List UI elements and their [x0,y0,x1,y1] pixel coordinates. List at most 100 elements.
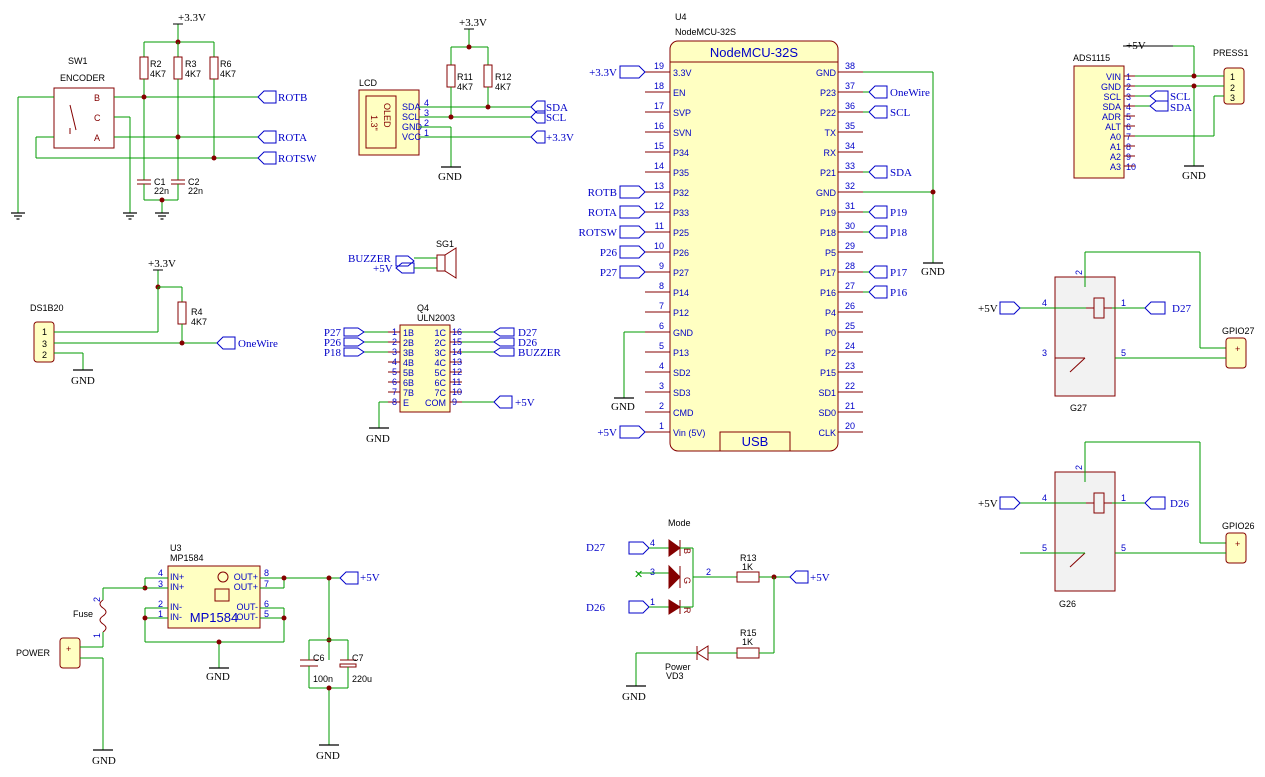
mcu-right-pin-name: P22 [820,108,836,118]
svg-text:2: 2 [1074,465,1084,470]
svg-text:D26: D26 [586,602,605,614]
ds18b20-block: +3.3V R4 4K7 DS1B20 1 3 2 GND OneWire [30,258,278,387]
svg-text:U3: U3 [170,543,182,553]
svg-text:VCC: VCC [402,132,422,142]
mcu-left-pin-num: 1 [659,421,664,431]
ds-ref: DS1B20 [30,303,64,313]
svg-text:GND: GND [71,375,95,387]
uln-left-num: 3 [392,347,397,357]
svg-text:A: A [94,133,100,143]
svg-text:G27: G27 [1070,403,1087,413]
encoder-block: +3.3V R2 4K7 R3 4K7 R6 4K7 SW1 ENCODER B… [10,12,317,220]
ads-pin-name: VIN [1106,72,1121,82]
svg-text:6: 6 [264,599,269,609]
ads-pin-num: 2 [1126,82,1131,92]
mcu-gnd-right: GND [921,266,945,278]
svg-text:2: 2 [158,599,163,609]
svg-text:SCL: SCL [402,112,420,122]
svg-text:C1: C1 [154,177,166,187]
svg-text:IN+: IN+ [170,582,184,592]
mcu-left-label: ROTSW [579,227,618,239]
svg-text:Power: Power [665,662,691,672]
svg-text:NodeMCU-32S: NodeMCU-32S [675,27,736,37]
svg-text:SG1: SG1 [436,239,454,249]
svg-text:SCL: SCL [546,112,566,124]
uln-left-name: E [403,398,409,408]
mcu-left-pin-name: SVP [673,108,691,118]
nodemcu-block: U4 NodeMCU-32S NodeMCU-32S USB 193.3V38G… [579,12,945,452]
svg-text:3: 3 [1042,348,1047,358]
uln-left-name: 1B [403,328,414,338]
svg-text:G: G [682,577,692,584]
ads-pin-num: 8 [1126,142,1131,152]
uln-left-num: 2 [392,337,397,347]
svg-text:D27: D27 [586,542,605,554]
mcu-right-pin-num: 31 [845,201,855,211]
svg-text:USB: USB [742,434,769,449]
ads-pin-num: 6 [1126,122,1131,132]
svg-text:+5V: +5V [978,498,998,510]
mcu-left-pin-name: EN [673,88,686,98]
svg-text:GPIO27: GPIO27 [1222,326,1255,336]
svg-text:GND: GND [206,671,230,683]
svg-text:3: 3 [1230,93,1235,103]
svg-text:GND: GND [622,691,646,703]
svg-text:+: + [66,644,71,654]
uln-in-label: P27 [324,327,342,339]
mcu-left-pin-name: P34 [673,148,689,158]
mcu-right-pin-num: 28 [845,261,855,271]
mcu-left-label: P26 [600,247,618,259]
encoder-vcc-label: +3.3V [178,12,206,24]
svg-text:Mode: Mode [668,518,691,528]
svg-text:+3.3V: +3.3V [546,132,574,144]
ads-pin-name: ALT [1105,122,1121,132]
svg-text:ADS1115: ADS1115 [1073,53,1110,63]
svg-text:U4: U4 [675,12,687,22]
uln-left-name: 2B [403,338,414,348]
svg-text:+3.3V: +3.3V [459,17,487,29]
svg-text:GND: GND [316,750,340,762]
encoder-ref: SW1 [68,56,88,66]
svg-text:POWER: POWER [16,648,51,658]
svg-text:4: 4 [1042,493,1047,503]
svg-text:R6: R6 [220,59,232,69]
mcu-left-pin-num: 9 [659,261,664,271]
svg-text:1: 1 [1230,72,1235,82]
uln-out-label: D26 [518,337,537,349]
uln-left-name: 7B [403,388,414,398]
mcu-left-pin-num: 10 [654,241,664,251]
svg-text:C: C [94,113,101,123]
relay-g27: + GPIO27 4 1 3 5 2 +5V D27 G27 [978,251,1255,413]
svg-text:4K7: 4K7 [191,317,207,327]
svg-text:1: 1 [92,633,102,638]
mcu-right-pin-name: P17 [820,268,836,278]
relay-g26: + GPIO26 4 1 5 5 2 +5V D26 G26 [978,441,1255,609]
ads-pin-num: 10 [1126,162,1136,172]
svg-text:C2: C2 [188,177,200,187]
mcu-right-pin-num: 33 [845,161,855,171]
mcu-right-pin-name: P2 [825,348,836,358]
mcu-left-pin-num: 19 [654,61,664,71]
uln-left-name: 3B [403,348,414,358]
mcu-right-pin-num: 34 [845,141,855,151]
svg-text:4K7: 4K7 [150,69,166,79]
uln-right-num: 16 [452,327,462,337]
mcu-right-pin-name: P5 [825,248,836,258]
svg-text:3: 3 [158,579,163,589]
svg-text:R2: R2 [150,59,162,69]
svg-text:R11: R11 [457,72,473,82]
svg-text:Q4: Q4 [417,303,429,313]
svg-text:BUZZER: BUZZER [348,253,391,265]
uln-in-label: P18 [324,347,342,359]
ads-pin-name: SCL [1103,92,1121,102]
mcu-left-pin-num: 18 [654,81,664,91]
mcu-left-pin-num: 12 [654,201,664,211]
mcu-left-pin-name: P13 [673,348,689,358]
svg-text:IN-: IN- [170,612,182,622]
svg-text:2: 2 [92,597,102,602]
mcu-left-label: +5V [597,427,617,439]
mcu-right-label: P19 [890,207,908,219]
mcu-left-pin-num: 16 [654,121,664,131]
svg-text:4: 4 [650,538,655,548]
